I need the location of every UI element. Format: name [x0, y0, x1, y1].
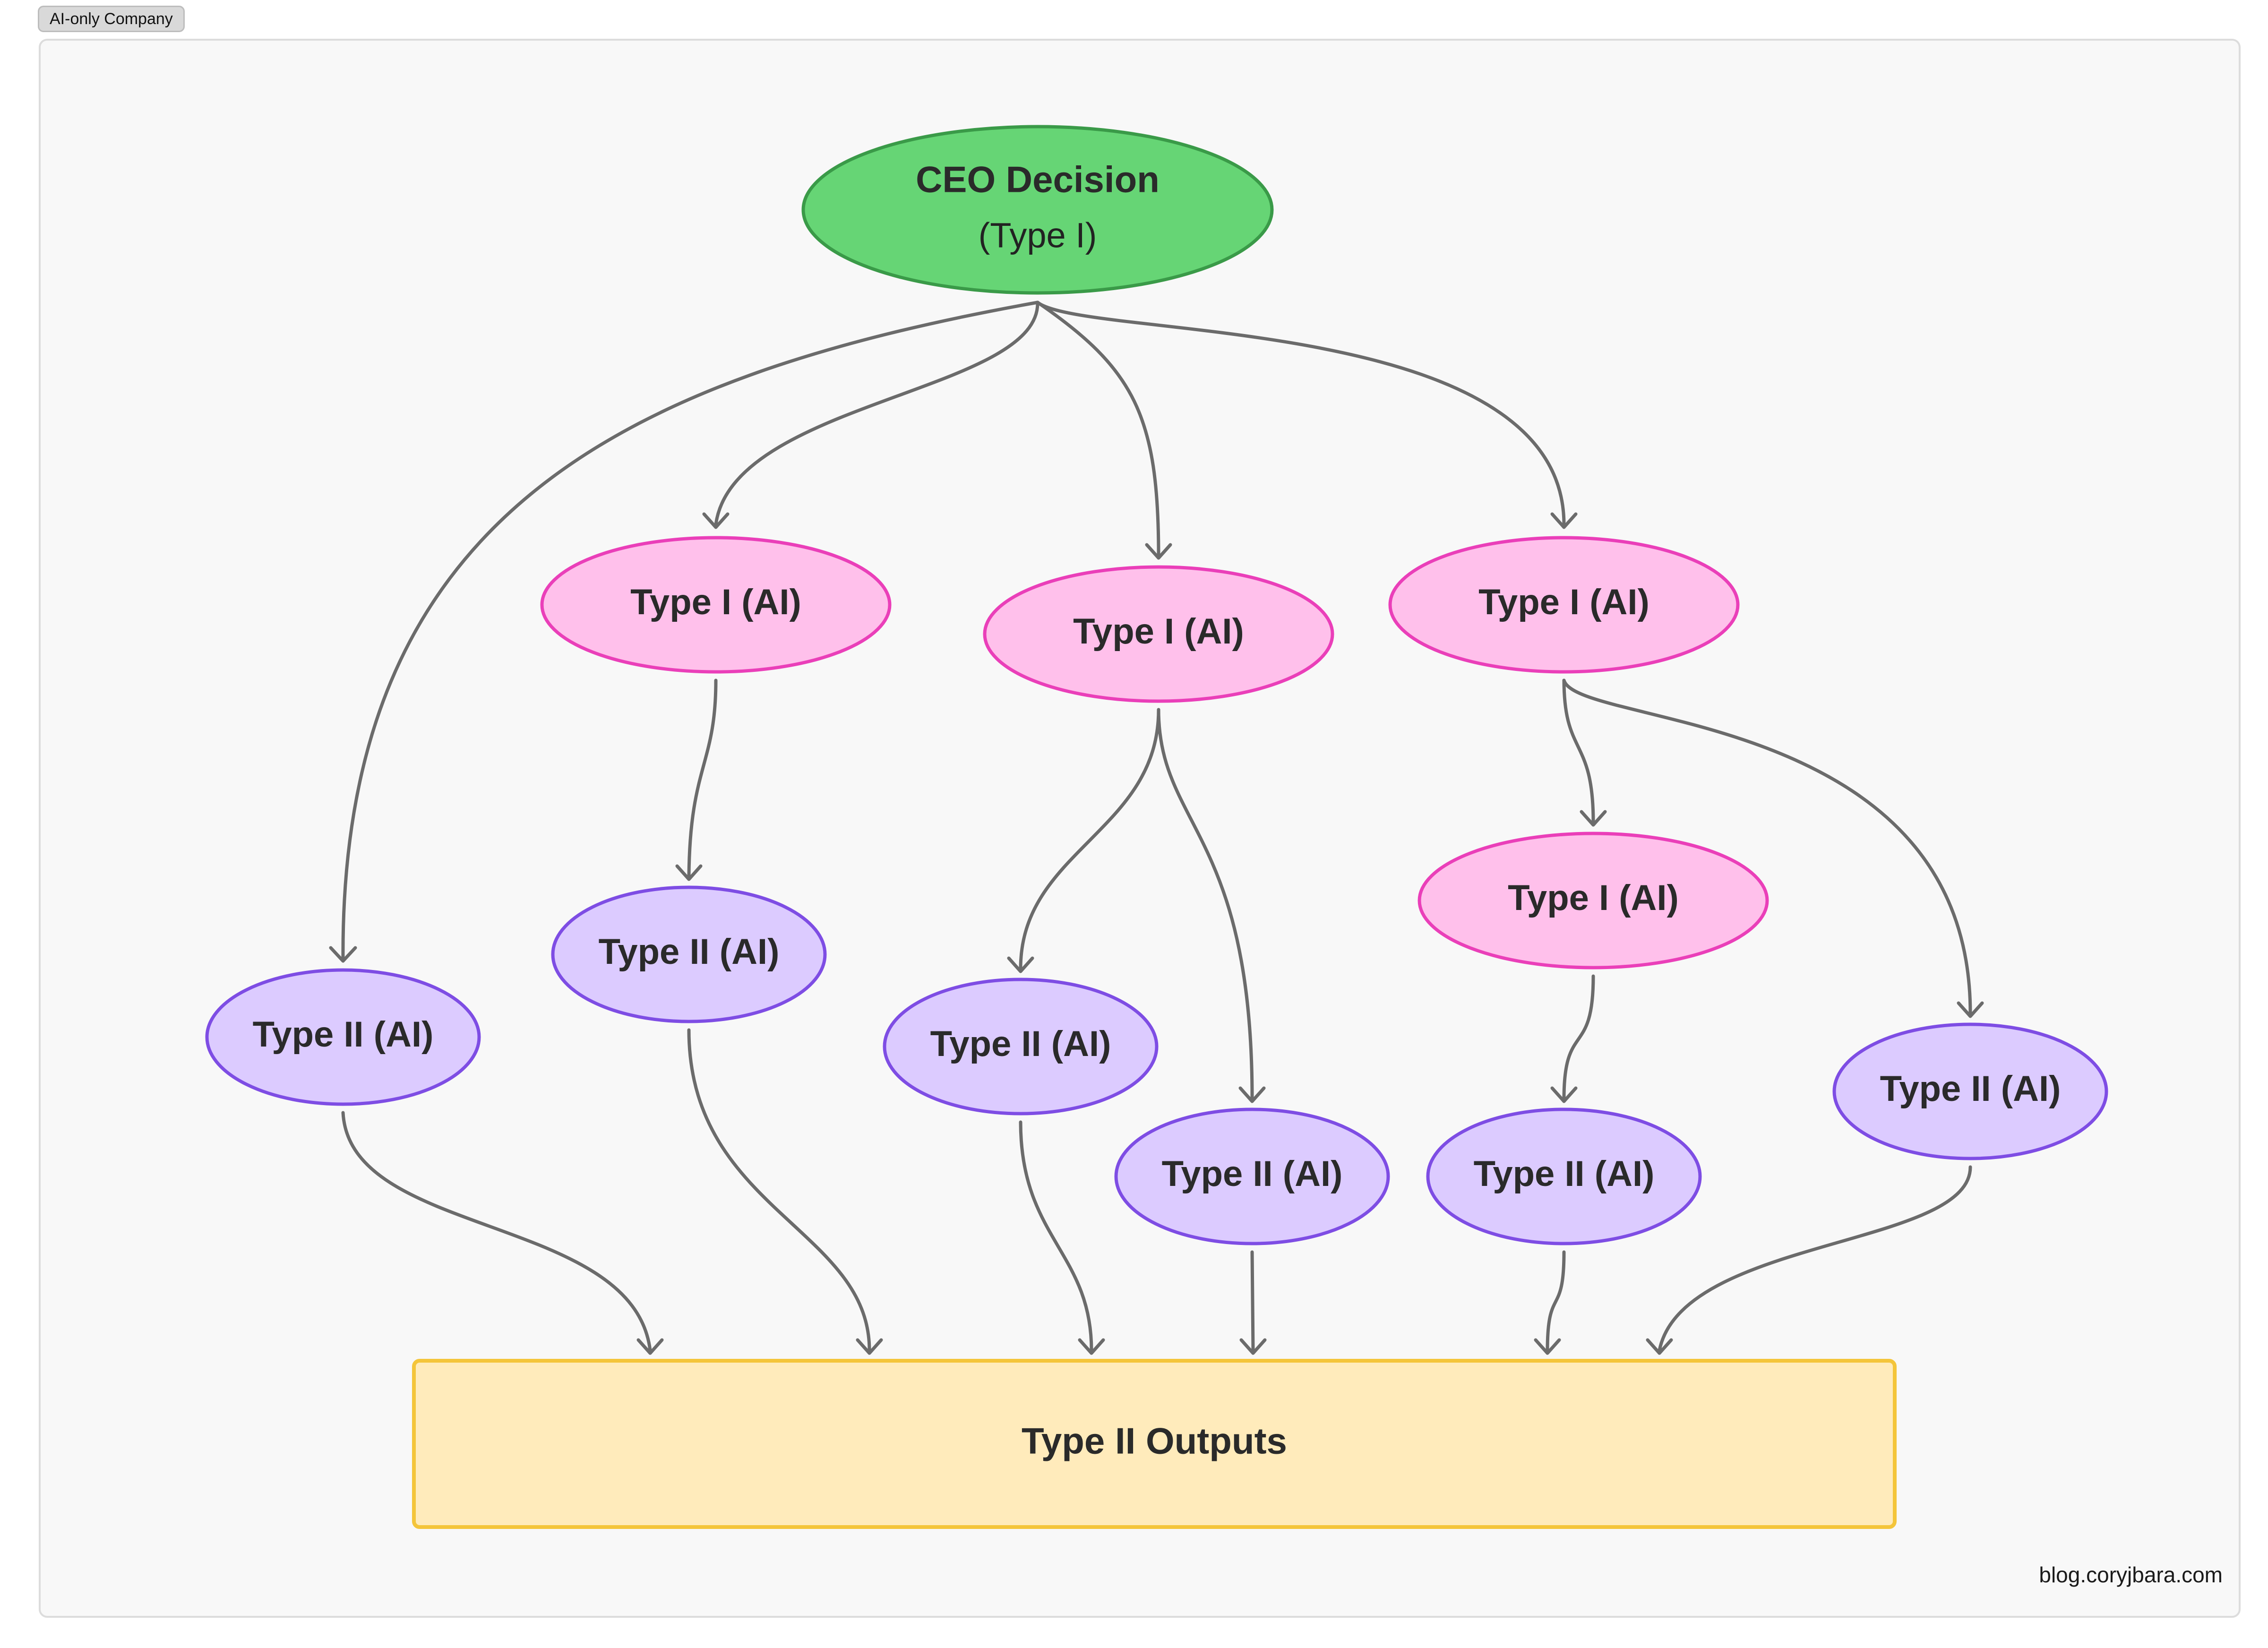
edge-t1b-to-t2d [1157, 708, 1254, 1100]
type1-b-label: Type I (AI) [1073, 611, 1244, 652]
type1-c-shape [1388, 536, 1740, 674]
type1-a-label: Type I (AI) [630, 582, 801, 622]
node-type1-d: Type I (AI) [1418, 832, 1769, 970]
type1-d-label: Type I (AI) [1508, 878, 1679, 918]
node-type1-a: Type I (AI) [540, 536, 892, 674]
diagram-tag: AI-only Company [38, 6, 185, 32]
arrowhead-t1d [1580, 810, 1607, 827]
node-type2-c: Type II (AI) [883, 978, 1159, 1116]
arrowhead-t1a [702, 512, 730, 529]
type2-e-shape [1426, 1107, 1702, 1245]
arrowhead-out-5 [1534, 1338, 1561, 1355]
type2-a-label: Type II (AI) [253, 1014, 434, 1055]
ceo-subtitle: (Type I) [979, 216, 1097, 255]
type2-e-label: Type II (AI) [1474, 1154, 1655, 1194]
node-type2-e: Type II (AI) [1426, 1107, 1702, 1245]
node-type1-b: Type I (AI) [983, 565, 1334, 703]
type2-b-shape [551, 885, 827, 1023]
arrowhead-t2f [1957, 1001, 1984, 1018]
edge-ceo-to-t1b [1036, 300, 1160, 557]
edge-t2b-to-outputs [687, 1028, 871, 1352]
type1-b-shape [983, 565, 1334, 703]
footer-credit: blog.coryjbara.com [2039, 1562, 2223, 1587]
type2-f-label: Type II (AI) [1880, 1069, 2061, 1109]
type2-f-shape [1832, 1022, 2108, 1160]
diagram-canvas [39, 39, 2241, 1618]
edge-ceo-to-t1c [1036, 300, 1566, 526]
node-ceo: CEO Decision (Type I) [801, 125, 1274, 295]
arrowhead-t1c [1550, 512, 1578, 529]
arrowhead-t2d [1238, 1086, 1266, 1103]
type2-b-label: Type II (AI) [599, 932, 780, 972]
type2-c-shape [883, 978, 1159, 1116]
arrowhead-out-2 [856, 1338, 883, 1355]
arrowhead-out-6 [1646, 1338, 1673, 1355]
edge-t1c-to-t1d [1562, 678, 1595, 824]
arrowhead-t1b [1145, 543, 1172, 560]
edge-t2c-to-outputs [1019, 1120, 1093, 1352]
edge-t2f-to-outputs [1658, 1165, 1972, 1352]
edge-t1d-to-t2e [1562, 974, 1595, 1100]
edge-t2a-to-outputs [341, 1111, 652, 1352]
type2-d-label: Type II (AI) [1162, 1154, 1343, 1194]
node-type2-b: Type II (AI) [551, 885, 827, 1023]
edge-t1a-to-t2b [687, 678, 718, 878]
diagram-tag-label: AI-only Company [50, 9, 173, 28]
arrowhead-out-1 [636, 1338, 664, 1355]
node-type2-f: Type II (AI) [1832, 1022, 2108, 1160]
edge-ceo-to-t1a [714, 300, 1040, 526]
arrowhead-t2a [329, 946, 357, 963]
node-type2-a: Type II (AI) [205, 968, 481, 1106]
outputs-shape [412, 1359, 1897, 1529]
outputs-label: Type II Outputs [1022, 1420, 1287, 1462]
arrowhead-t2b [675, 864, 703, 881]
edges [329, 300, 1984, 1355]
type1-d-shape [1418, 832, 1769, 970]
ceo-title: CEO Decision [916, 159, 1160, 200]
arrowhead-out-4 [1239, 1338, 1267, 1355]
edge-ceo-to-t2a [341, 300, 1040, 961]
arrowhead-out-3 [1078, 1338, 1105, 1355]
node-outputs: Type II Outputs [412, 1359, 1897, 1529]
type2-a-shape [205, 968, 481, 1106]
type1-c-label: Type I (AI) [1478, 582, 1649, 622]
edge-t1b-to-t2c [1019, 708, 1160, 970]
ceo-shape [801, 125, 1274, 295]
node-type1-c: Type I (AI) [1388, 536, 1740, 674]
edge-t2d-to-outputs [1250, 1250, 1255, 1352]
type2-d-shape [1114, 1107, 1390, 1245]
edge-t1c-to-t2f [1562, 678, 1972, 1015]
type2-c-label: Type II (AI) [930, 1024, 1111, 1064]
arrowhead-t2e [1550, 1086, 1578, 1103]
arrowhead-t2c [1007, 956, 1034, 973]
node-type2-d: Type II (AI) [1114, 1107, 1390, 1245]
edge-t2e-to-outputs [1546, 1250, 1566, 1352]
type1-a-shape [540, 536, 892, 674]
